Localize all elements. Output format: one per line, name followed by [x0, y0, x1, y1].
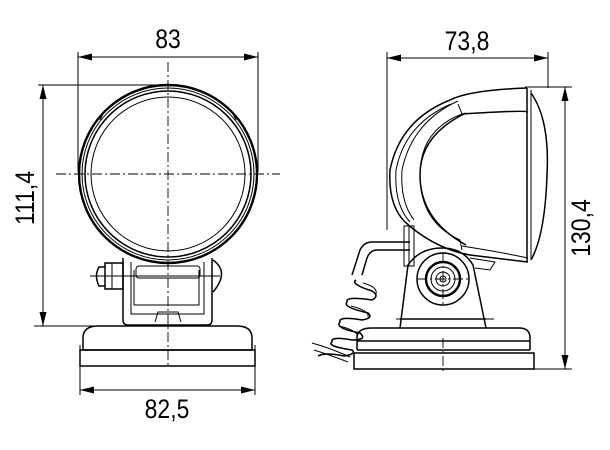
- dim-label-side-depth: 73,8: [445, 26, 490, 56]
- dimension-side-depth: 73,8: [386, 26, 549, 230]
- mount-bracket-front: [90, 258, 223, 326]
- dim-label-front-height: 111,4: [10, 171, 40, 225]
- dimension-front-height: 111,4: [10, 84, 168, 327]
- magnet-base-front: [79, 325, 256, 367]
- dim-label-front-width: 83: [155, 24, 181, 54]
- dimension-front-width-base: 82,5: [79, 345, 256, 424]
- magnet-base-side: [353, 327, 535, 372]
- swivel-mount-side: [396, 225, 496, 329]
- dimension-front-width-top: 83: [77, 24, 259, 172]
- front-view: 83 111,4 82,5: [10, 24, 280, 424]
- dim-label-base-width: 82,5: [145, 394, 190, 424]
- dimension-side-height: 130,4: [525, 86, 596, 370]
- dim-label-side-height: 130,4: [566, 199, 596, 256]
- side-view: 73,8 130,4: [311, 26, 596, 372]
- coiled-cable: [311, 241, 410, 363]
- lamp-head-side: [389, 87, 549, 263]
